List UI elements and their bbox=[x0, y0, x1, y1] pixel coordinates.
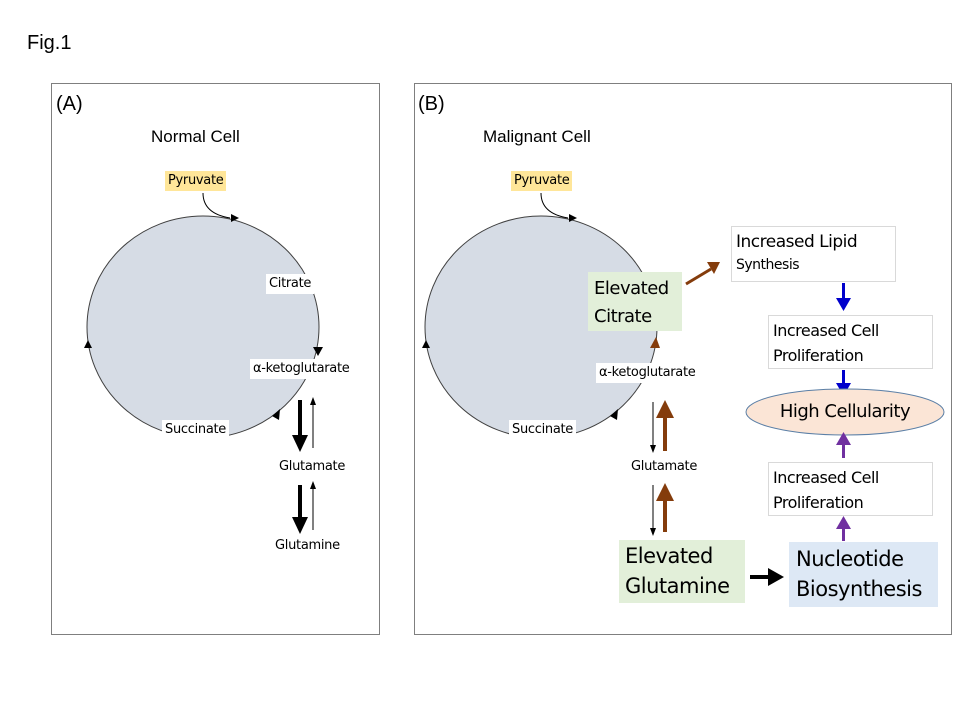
high-cellularity-label: High Cellularity bbox=[779, 401, 911, 422]
proliferation-box-top: Increased Cell Proliferation bbox=[768, 315, 933, 369]
cycle-arrowhead bbox=[272, 409, 280, 420]
akg-to-citrate-brown-arrowhead bbox=[650, 337, 660, 348]
elevated-citrate-line2: Citrate bbox=[594, 306, 652, 327]
succinate-label-b: Succinate bbox=[509, 420, 576, 440]
nucleotide-biosynthesis-box: Nucleotide Biosynthesis bbox=[789, 542, 938, 607]
proliferation-box-bottom: Increased Cell Proliferation bbox=[768, 462, 933, 516]
citrate-label-a: Citrate bbox=[266, 274, 315, 294]
citrate-to-lipid-brown-arrow bbox=[685, 262, 720, 286]
lipid-line1: Increased Lipid bbox=[736, 232, 858, 252]
glutamate-label-a: Glutamate bbox=[276, 457, 349, 477]
proliferation-to-cellularity-purple-arrow bbox=[836, 432, 851, 458]
lipid-to-proliferation-blue-arrow bbox=[836, 283, 851, 311]
cycle-arrowhead bbox=[569, 214, 577, 222]
panel-a-title: Normal Cell bbox=[151, 127, 240, 146]
lipid-synthesis-box: Increased Lipid Synthesis bbox=[731, 226, 896, 282]
elevated-glutamine-line2: Glutamine bbox=[625, 574, 730, 598]
panel-b-title: Malignant Cell bbox=[483, 127, 591, 146]
cycle-arrowhead bbox=[84, 340, 92, 348]
glutamine-to-glutamate-thin-arrow-a bbox=[310, 481, 316, 530]
prolif-bottom-line1: Increased Cell bbox=[773, 468, 879, 487]
nucleotide-line2: Biosynthesis bbox=[796, 577, 922, 601]
elevated-citrate-box: Elevated Citrate bbox=[588, 272, 682, 331]
pyruvate-entry-arrow-a bbox=[202, 192, 231, 219]
prolif-bottom-line2: Proliferation bbox=[773, 493, 864, 512]
tca-cycle-circle-a bbox=[86, 215, 320, 439]
pyruvate-label-a: Pyruvate bbox=[165, 171, 227, 191]
glutamine-to-nucleotide-arrow bbox=[750, 568, 784, 586]
glutamine-label-a: Glutamine bbox=[272, 536, 343, 556]
glutamate-label-b: Glutamate bbox=[628, 457, 701, 477]
pyruvate-label-b: Pyruvate bbox=[511, 171, 573, 191]
succinate-label-a: Succinate bbox=[162, 420, 229, 440]
elevated-glutamine-line1: Elevated bbox=[625, 544, 713, 568]
figure-title: Fig.1 bbox=[27, 32, 72, 54]
cycle-arrowhead bbox=[231, 214, 239, 222]
cycle-arrowhead bbox=[610, 409, 618, 420]
elevated-glutamine-box: Elevated Glutamine bbox=[619, 540, 745, 603]
lipid-line2: Synthesis bbox=[736, 257, 800, 273]
akg-label-a: α-ketoglutarate bbox=[250, 359, 353, 379]
glutamate-to-glutamine-thick-arrow-a bbox=[292, 485, 308, 534]
nucleotide-to-proliferation-purple-arrow bbox=[836, 516, 851, 541]
cycle-arrowhead bbox=[422, 340, 430, 348]
glutamate-to-glutamine-thin-arrow-b bbox=[650, 485, 656, 536]
akg-to-glutamate-thick-arrow-a bbox=[292, 400, 308, 452]
prolif-top-line2: Proliferation bbox=[773, 346, 864, 365]
glutamate-to-akg-brown-arrow-b bbox=[656, 400, 674, 451]
nucleotide-line1: Nucleotide bbox=[796, 547, 904, 571]
prolif-top-line1: Increased Cell bbox=[773, 321, 879, 340]
panel-a-label: (A) bbox=[56, 93, 83, 115]
pyruvate-entry-arrow-b bbox=[540, 192, 569, 219]
akg-label-b: α-ketoglutarate bbox=[596, 363, 699, 383]
glutamine-to-glutamate-brown-arrow-b bbox=[656, 483, 674, 532]
panel-b-label: (B) bbox=[418, 93, 445, 115]
glutamate-to-akg-thin-arrow-a bbox=[310, 397, 316, 448]
akg-to-glutamate-thin-arrow-b bbox=[650, 402, 656, 453]
cycle-arrowhead bbox=[313, 347, 323, 356]
elevated-citrate-line1: Elevated bbox=[594, 278, 669, 299]
